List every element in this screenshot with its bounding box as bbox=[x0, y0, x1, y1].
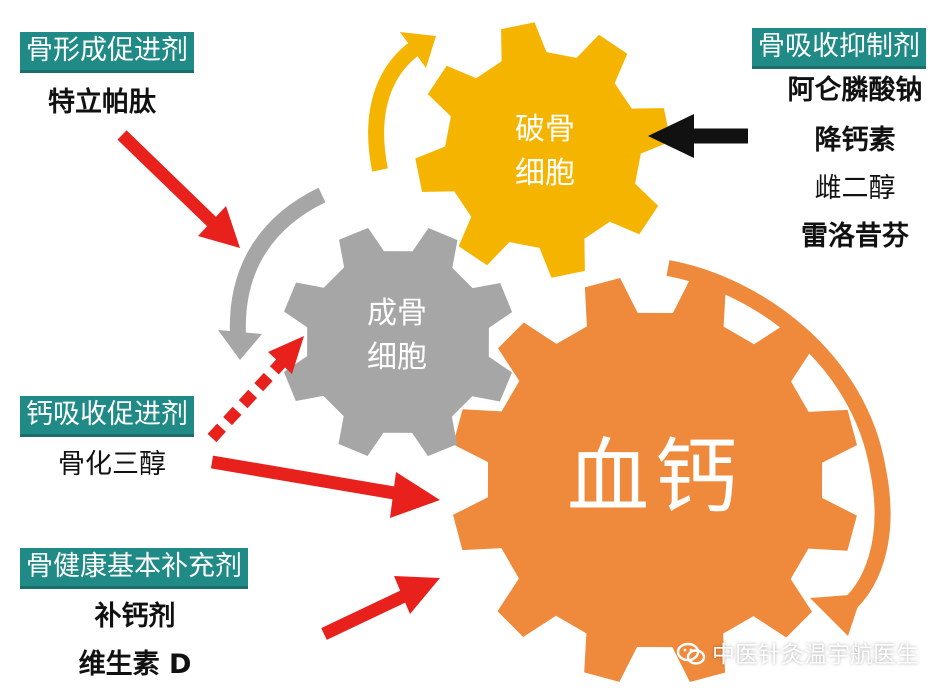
yellow-cycle-arrow bbox=[368, 41, 420, 172]
drug-calcitonin: 降钙素 bbox=[814, 125, 896, 156]
osteoblast-label-line1: 成骨 bbox=[367, 296, 427, 331]
osteoclast-label-line1: 破骨 bbox=[515, 112, 575, 147]
gray-cycle-arrow bbox=[229, 187, 326, 336]
drug-vitamin-d: 维生素 D bbox=[78, 649, 192, 680]
gray-cycle-arrowhead bbox=[218, 330, 262, 360]
absorption-arrow bbox=[210, 455, 402, 501]
blood-calcium-gear bbox=[453, 278, 857, 682]
resorption-inhibit-arrowhead bbox=[648, 114, 694, 158]
formation-arrow bbox=[117, 130, 217, 227]
osteoclast-label: 破骨 细胞 bbox=[500, 108, 590, 196]
supplement-arrow bbox=[321, 590, 407, 640]
osteoclast-label-line2: 细胞 bbox=[515, 156, 575, 191]
watermark-text: 中医针灸温宇航医生 bbox=[712, 642, 919, 668]
wechat-icon bbox=[676, 642, 706, 665]
orange-cycle-arrowhead bbox=[810, 594, 862, 636]
supplement-arrowhead bbox=[394, 576, 440, 614]
osteoblast-gear bbox=[283, 227, 513, 457]
osteoclast-gear bbox=[415, 22, 671, 278]
formation-arrowhead bbox=[198, 206, 240, 248]
bone-resorption-title: 骨吸收抑制剂 bbox=[752, 28, 926, 69]
drug-alendronate: 阿仑膦酸钠 bbox=[787, 75, 923, 106]
osteoblast-label: 成骨 细胞 bbox=[352, 292, 442, 380]
calcium-absorption-title: 钙吸收促进剂 bbox=[20, 396, 194, 437]
yellow-cycle-arrowhead bbox=[400, 32, 436, 68]
drug-calcitriol: 骨化三醇 bbox=[58, 449, 166, 480]
absorption-dashed-arrowhead bbox=[268, 336, 304, 374]
drug-estradiol: 雌二醇 bbox=[814, 173, 896, 204]
blood-calcium-label: 血钙 bbox=[566, 430, 743, 525]
drug-teriparatide: 特立帕肽 bbox=[48, 87, 156, 118]
bone-formation-title: 骨形成促进剂 bbox=[20, 32, 194, 73]
absorption-dashed-arrow bbox=[207, 357, 287, 443]
orange-cycle-arrow bbox=[666, 260, 891, 619]
osteoblast-label-line2: 细胞 bbox=[367, 340, 427, 375]
bone-health-title: 骨健康基本补充剂 bbox=[20, 548, 248, 589]
drug-calcium-supplement: 补钙剂 bbox=[94, 601, 176, 632]
drug-raloxifene: 雷洛昔芬 bbox=[801, 221, 909, 252]
absorption-arrowhead bbox=[390, 472, 440, 518]
